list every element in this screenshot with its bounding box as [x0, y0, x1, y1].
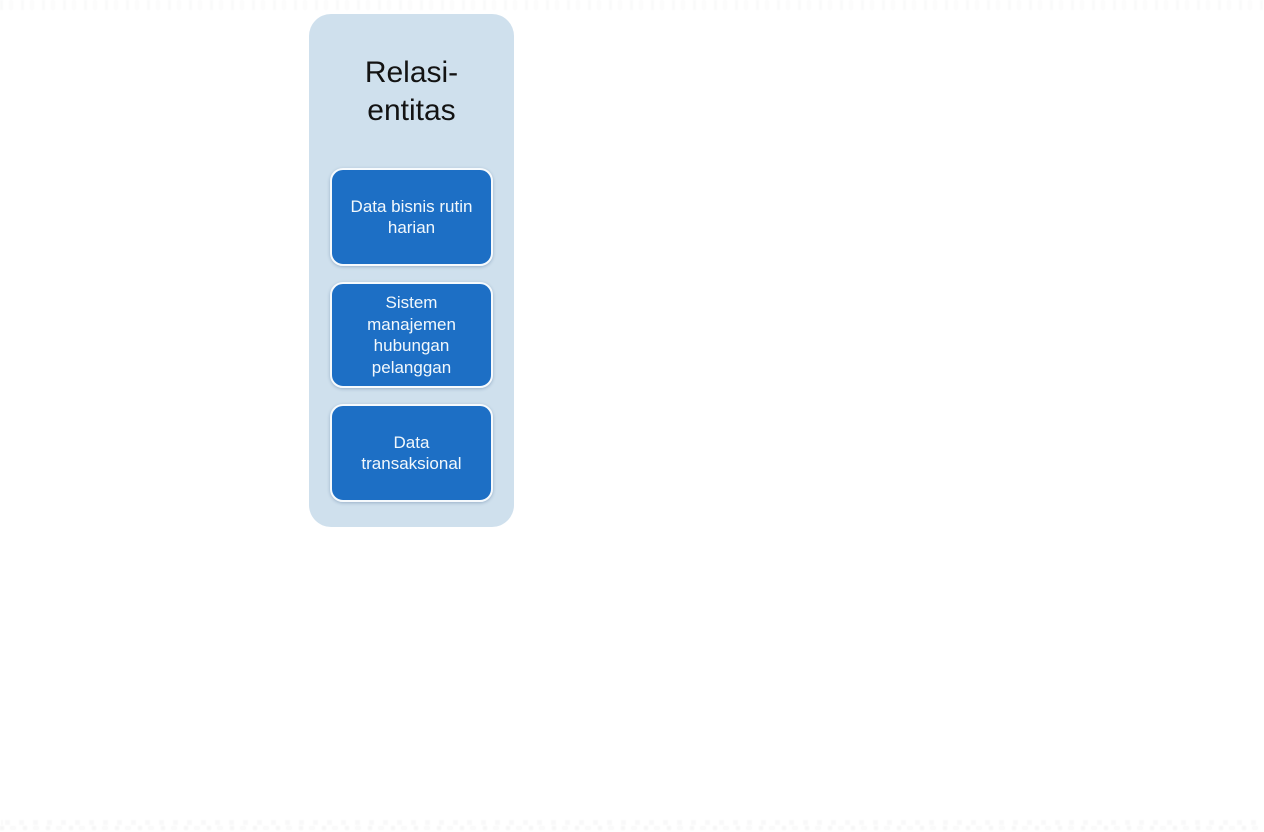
panel-item-label: Sistem manajemen hubungan pelanggan — [367, 293, 456, 377]
panel-item-label: Data bisnis rutin harian — [350, 196, 473, 238]
top-edge-artifact — [0, 0, 1264, 10]
panel-title: Relasi-entitas — [364, 56, 459, 127]
panel-item-data-transaksional[interactable]: Data transaksional — [330, 404, 493, 502]
panel-item-list: Data bisnis rutin harian Sistem manajeme… — [330, 168, 493, 502]
bottom-edge-artifact — [0, 816, 1264, 832]
panel-item-sistem-manajemen[interactable]: Sistem manajemen hubungan pelanggan — [330, 282, 493, 388]
panel-item-data-bisnis[interactable]: Data bisnis rutin harian — [330, 168, 493, 266]
entity-relation-panel: Relasi-entitas Data bisnis rutin harian … — [309, 14, 514, 527]
panel-item-label: Data transaksional — [361, 432, 462, 474]
